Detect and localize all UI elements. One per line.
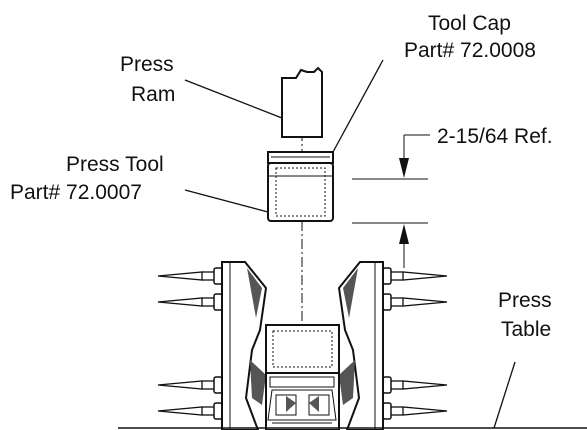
tool-cap-label-line1: Tool Cap — [428, 12, 511, 35]
dimension-arrow-down — [399, 158, 409, 178]
leader-tool-cap — [332, 59, 384, 153]
press-ram-label-line1: Press — [120, 53, 174, 76]
press-tool — [267, 162, 334, 222]
tool-cap — [267, 151, 334, 164]
dimension-2-15-64 — [352, 134, 430, 268]
press-table-label-line2: Table — [501, 318, 551, 341]
press-fixture — [157, 261, 448, 430]
press-ram — [281, 66, 323, 138]
press-tool-label-line2: Part# 72.0007 — [10, 181, 142, 204]
press-ram-label-line2: Ram — [131, 83, 175, 106]
tool-cap-label-line2: Part# 72.0008 — [404, 39, 536, 62]
leader-press-ram — [184, 79, 283, 119]
dimension-arrow-up — [399, 224, 409, 244]
press-table-label-line1: Press — [498, 289, 552, 312]
press-tool-label-line1: Press Tool — [66, 153, 164, 176]
leader-press-tool — [184, 189, 269, 213]
dimension-label: 2-15/64 Ref. — [437, 125, 553, 148]
leader-press-table — [493, 361, 516, 429]
